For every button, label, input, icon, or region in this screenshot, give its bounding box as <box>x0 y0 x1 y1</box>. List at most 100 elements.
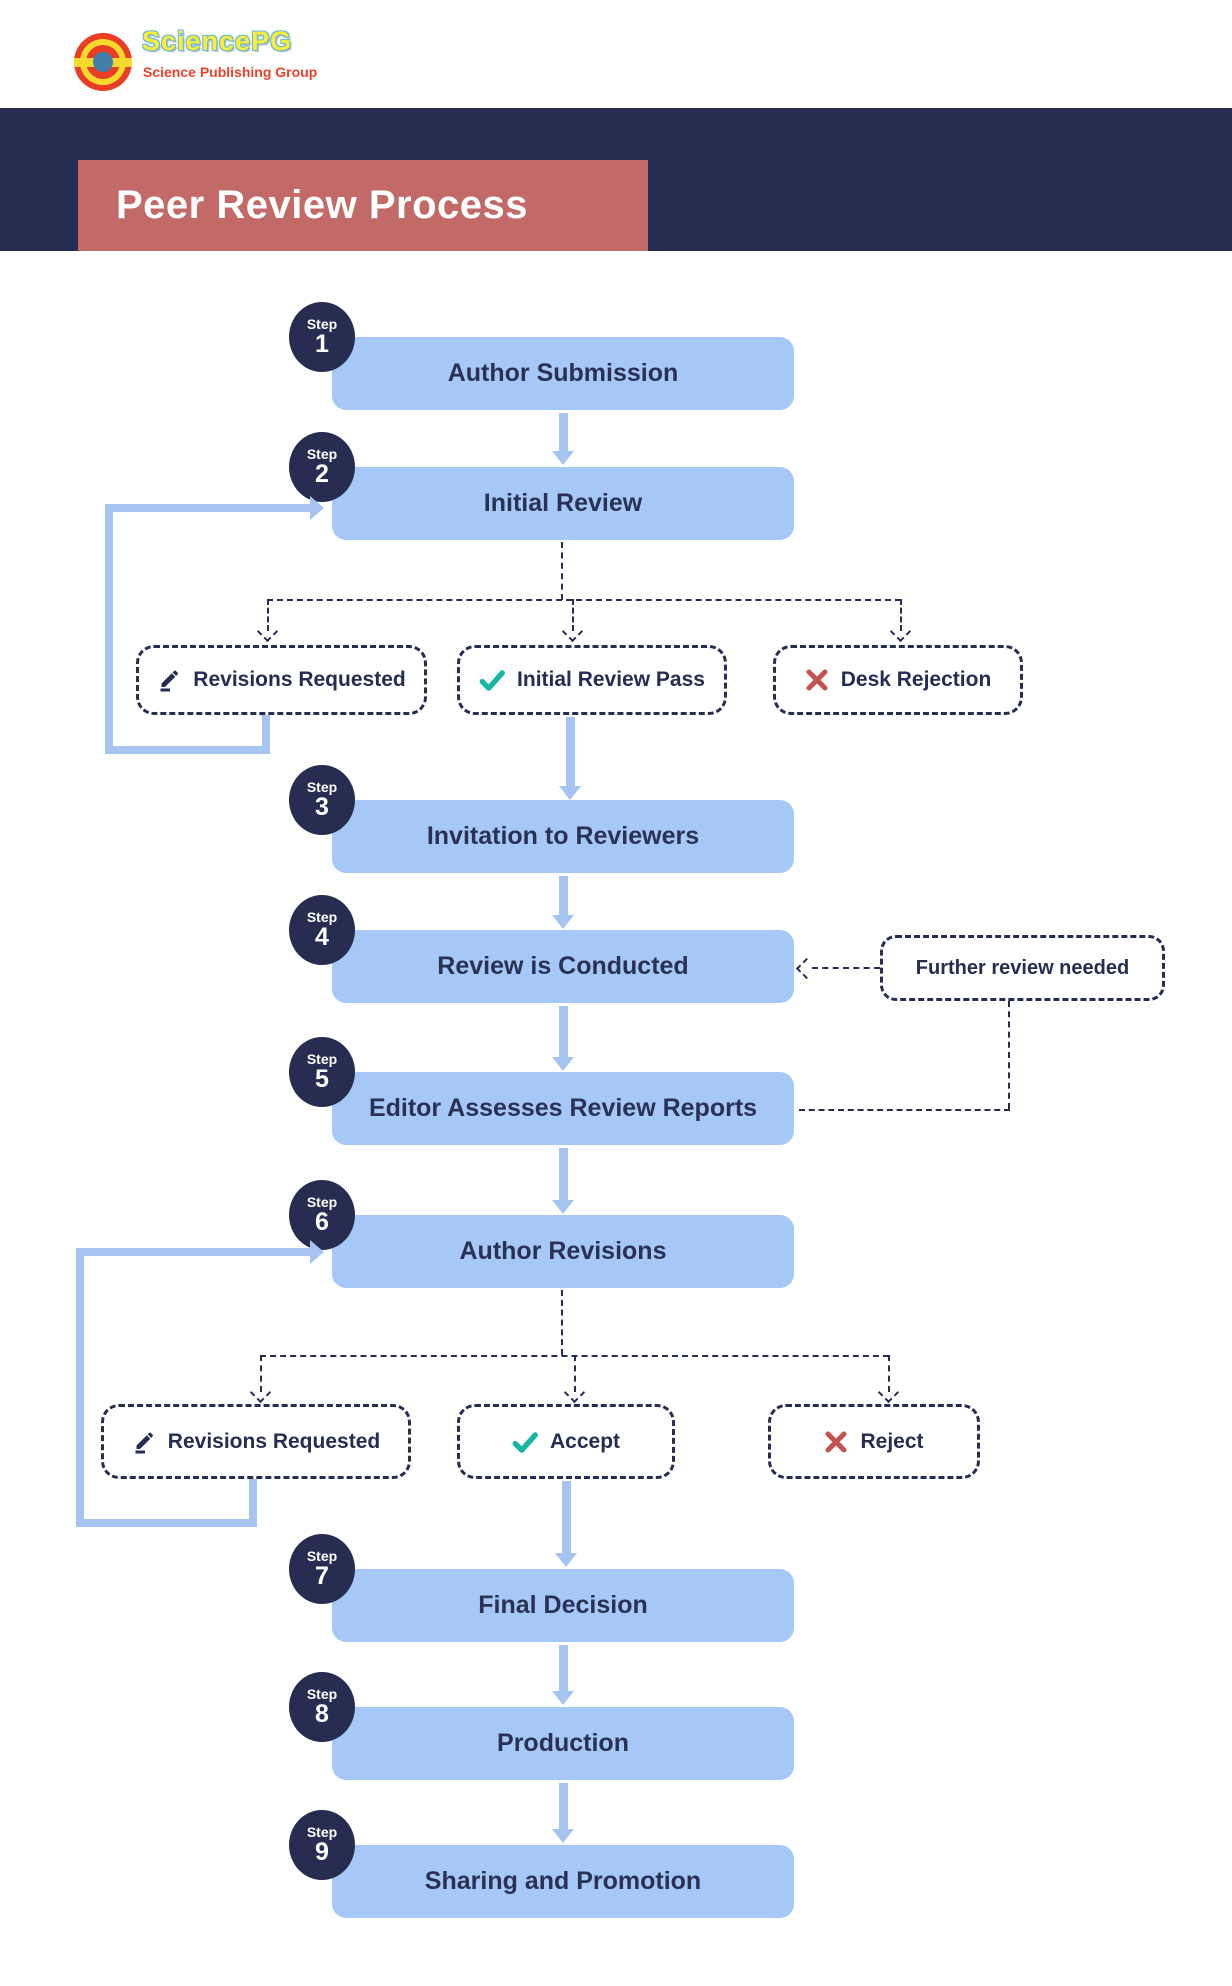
arrow-accept-7-head <box>555 1553 577 1567</box>
step-number: 8 <box>315 1700 329 1729</box>
check-icon <box>479 667 506 693</box>
step-number: 5 <box>315 1065 329 1094</box>
outcome-reject: Reject <box>768 1404 980 1479</box>
arrow-1-2-head <box>552 451 574 465</box>
loop1-drop <box>262 715 270 754</box>
check-icon <box>512 1429 538 1455</box>
connector-split2-drop-mid <box>574 1355 576 1392</box>
connector-split2-drop-left <box>260 1355 262 1392</box>
loop1-bottom <box>105 746 270 754</box>
step-box-author-revisions: Author Revisions <box>332 1215 794 1288</box>
pencil-icon <box>157 668 181 692</box>
arrow-pass-3-head <box>559 786 581 800</box>
outcome-label: Revisions Requested <box>167 1429 381 1453</box>
cross-icon <box>824 1430 848 1454</box>
arrow-accept-7-shaft <box>562 1481 571 1553</box>
connector-frn-down <box>1008 1001 1010 1109</box>
loop1-top <box>105 504 310 512</box>
arrow-3-4-head <box>552 915 574 929</box>
step-box-label: Invitation to Reviewers <box>426 822 700 850</box>
step-number: 2 <box>315 460 329 489</box>
step-badge-6: Step 6 <box>289 1180 355 1250</box>
step-badge-1: Step 1 <box>289 302 355 372</box>
step-box-label: Final Decision <box>478 1591 648 1619</box>
outcome-accept: Accept <box>457 1404 675 1479</box>
step-word: Step <box>306 445 338 462</box>
step-word: Step <box>306 1193 338 1210</box>
step-box-label: Author Submission <box>447 359 679 387</box>
arrow-8-9-head <box>552 1829 574 1843</box>
brand-tagline: Science Publishing Group <box>143 64 318 80</box>
step-badge-5: Step 5 <box>289 1037 355 1107</box>
outcome-desk-rejection: Desk Rejection <box>773 645 1023 715</box>
pencil-icon <box>132 1430 156 1454</box>
step-box-invitation-to-reviewers: Invitation to Reviewers <box>332 800 794 873</box>
chevron-down-icon <box>561 620 584 643</box>
chevron-left-icon <box>795 957 818 980</box>
step-word: Step <box>306 778 338 795</box>
loop2-drop <box>249 1479 257 1527</box>
chevron-down-icon <box>563 1381 586 1404</box>
step-box-sharing-and-promotion: Sharing and Promotion <box>332 1845 794 1918</box>
step-word: Step <box>306 1547 338 1564</box>
step-number: 7 <box>315 1562 329 1591</box>
brand-name: SciencePG <box>142 26 293 56</box>
connector-split1-stem <box>561 542 563 600</box>
note-label: Further review needed <box>915 956 1130 979</box>
arrow-1-2-shaft <box>559 413 568 451</box>
arrow-pass-3-shaft <box>566 717 575 786</box>
arrow-7-8-head <box>552 1691 574 1705</box>
step-box-label: Author Revisions <box>459 1237 667 1265</box>
step-badge-9: Step 9 <box>289 1810 355 1880</box>
arrow-4-5-shaft <box>559 1006 568 1057</box>
loop2-left <box>76 1248 84 1527</box>
step-box-label: Production <box>497 1729 629 1757</box>
outcome-revisions-requested-1: Revisions Requested <box>136 645 427 715</box>
step-number: 4 <box>315 923 329 952</box>
arrow-3-4-shaft <box>559 876 568 915</box>
cross-icon <box>805 668 829 692</box>
step-word: Step <box>306 1685 338 1702</box>
connector-split2-stem <box>561 1290 563 1355</box>
step-number: 6 <box>315 1208 329 1237</box>
step-word: Step <box>306 1050 338 1067</box>
step-box-review-is-conducted: Review is Conducted <box>332 930 794 1003</box>
outcome-label: Reject <box>860 1429 924 1453</box>
sciencepg-logo-icon <box>74 33 132 91</box>
loop1-arrow-head <box>310 496 324 520</box>
outcome-label: Accept <box>549 1429 621 1453</box>
step-number: 1 <box>315 330 329 359</box>
logo-center-dot <box>93 52 113 72</box>
chevron-down-icon <box>877 1381 900 1404</box>
arrow-8-9-shaft <box>559 1783 568 1829</box>
connector-split1-bar <box>267 599 901 601</box>
chevron-down-icon <box>249 1381 272 1404</box>
outcome-label: Initial Review Pass <box>517 668 705 691</box>
step-box-label: Sharing and Promotion <box>424 1867 702 1895</box>
step-box-author-submission: Author Submission <box>332 337 794 410</box>
arrow-7-8-shaft <box>559 1645 568 1691</box>
step-badge-3: Step 3 <box>289 765 355 835</box>
connector-frn-return <box>799 1109 1010 1111</box>
step-box-final-decision: Final Decision <box>332 1569 794 1642</box>
arrow-4-5-head <box>552 1057 574 1071</box>
step-badge-7: Step 7 <box>289 1534 355 1604</box>
loop2-bottom <box>76 1519 257 1527</box>
step-word: Step <box>306 315 338 332</box>
connector-split1-drop-mid <box>572 599 574 631</box>
step-box-label: Initial Review <box>483 489 643 517</box>
step-badge-4: Step 4 <box>289 895 355 965</box>
page-title-box: Peer Review Process <box>78 160 648 251</box>
arrow-5-6-shaft <box>559 1148 568 1200</box>
step-word: Step <box>306 1823 338 1840</box>
chevron-down-icon <box>256 620 279 643</box>
step-word: Step <box>306 908 338 925</box>
loop2-arrow-head <box>310 1240 324 1264</box>
loop2-top <box>76 1248 310 1256</box>
step-number: 9 <box>315 1838 329 1867</box>
step-number: 3 <box>315 793 329 822</box>
step-box-initial-review: Initial Review <box>332 467 794 540</box>
step-badge-2: Step 2 <box>289 432 355 502</box>
loop1-left <box>105 504 113 754</box>
